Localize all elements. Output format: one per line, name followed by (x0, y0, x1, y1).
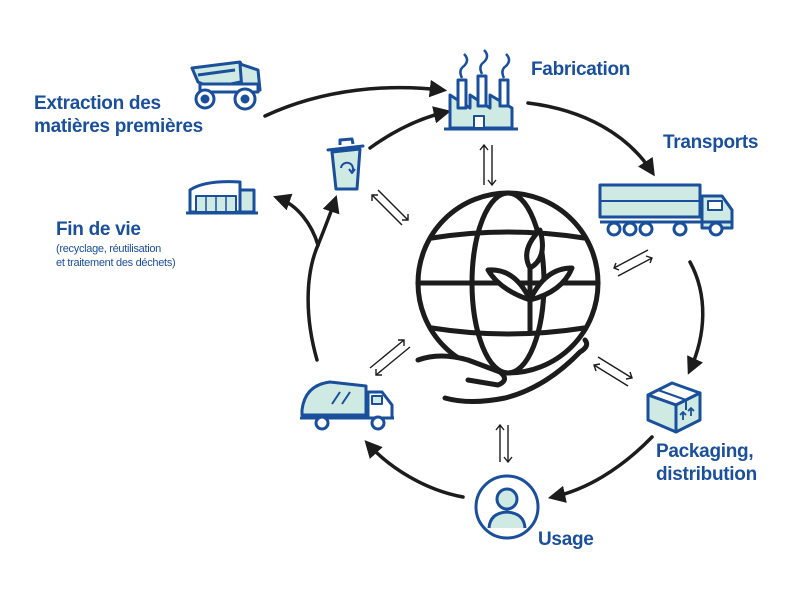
arrow-fabrication-to-transports (526, 101, 655, 177)
label-fin-de-vie-detail2: et traitement des déchets) (56, 257, 176, 269)
arrow-transports-to-packaging (687, 260, 705, 375)
arrow-split-to-fin-de-vie (273, 193, 320, 247)
label-packaging: Packaging, distribution (656, 440, 757, 486)
box-icon (646, 381, 702, 434)
exchange-arrows-packaging (593, 356, 633, 387)
exchange-arrows-fabrication (479, 143, 497, 187)
label-packaging-line2: distribution (656, 464, 757, 485)
warehouse-icon (186, 180, 258, 215)
arrow-split-to-recyclage (316, 195, 340, 247)
user-avatar-icon (474, 474, 540, 540)
label-extraction: Extraction des matières premières (34, 92, 203, 138)
mining-truck-icon (190, 60, 262, 111)
arrow-collecte-to-split (306, 243, 320, 362)
label-extraction-line1: Extraction des (34, 93, 161, 114)
arrow-recyclage-to-fabrication (368, 106, 452, 150)
garbage-truck-icon (300, 380, 394, 431)
arrow-usage-to-collecte (364, 440, 465, 499)
label-fabrication: Fabrication (531, 59, 631, 80)
exchange-arrows-recyclage (371, 189, 409, 226)
arrow-extraction-to-fabrication (263, 79, 448, 118)
label-usage: Usage (538, 529, 594, 550)
semi-truck-icon (598, 183, 734, 237)
label-fin-de-vie: Fin de vie (recyclage, réutilisation et … (56, 218, 176, 270)
arrow-packaging-to-usage (547, 435, 654, 503)
label-fin-de-vie-detail1: (recyclage, réutilisation (56, 243, 161, 255)
label-transports: Transports (663, 132, 759, 153)
exchange-arrows-collecte (369, 339, 411, 376)
label-extraction-line2: matières premières (34, 116, 203, 137)
exchange-arrows-transports (613, 249, 653, 277)
exchange-arrows-usage (495, 423, 513, 464)
recycle-bin-icon (326, 137, 365, 191)
globe-in-hand-icon (415, 190, 601, 404)
label-packaging-line1: Packaging, (656, 441, 754, 462)
factory-icon (444, 49, 518, 131)
label-fin-de-vie-title: Fin de vie (56, 219, 141, 240)
